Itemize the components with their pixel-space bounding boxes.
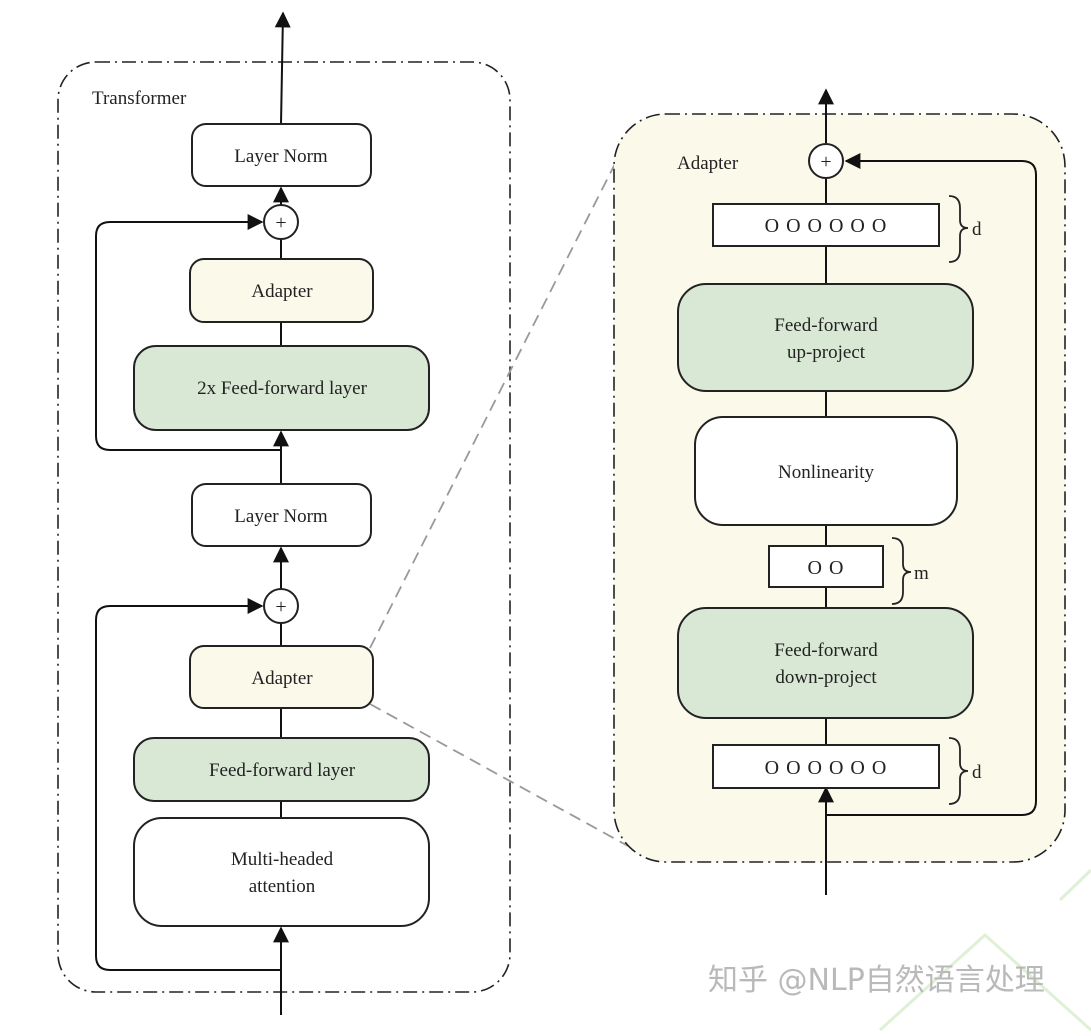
attention-box: [133, 817, 430, 927]
ffn-bottom-box: [133, 737, 430, 802]
ffn-top-label: 2x Feed-forward layer: [197, 378, 368, 399]
output-vector-box: [712, 203, 940, 247]
adapter-detail-title: Adapter: [677, 153, 739, 174]
layer-norm-top-box: [191, 123, 372, 187]
adapter-bottom-box: [189, 645, 374, 709]
up-project-label-line2: up-project: [787, 342, 866, 363]
input-vector-label: O O O O O O: [765, 757, 888, 779]
add-node-top: [263, 204, 299, 240]
input-dim-label: d: [972, 762, 982, 783]
adapter-top-label: Adapter: [251, 281, 313, 302]
down-project-box: [677, 607, 974, 719]
adapter-add-node: [808, 143, 844, 179]
adapter-bottom-label: Adapter: [251, 668, 313, 689]
down-project-label-line1: Feed-forward: [774, 640, 878, 661]
input-dim-brace: [948, 737, 969, 805]
residual-connection-top: [95, 214, 281, 451]
transformer-frame: [57, 61, 511, 993]
up-project-label-line1: Feed-forward: [774, 315, 878, 336]
up-project-box: [677, 283, 974, 392]
nonlinearity-box: [694, 416, 958, 526]
bottleneck-dim-brace: [891, 537, 912, 605]
zoom-line-bottom: [369, 703, 629, 847]
add-node-bottom-symbol: +: [275, 596, 286, 618]
input-vector-box: [712, 744, 940, 789]
add-node-top-symbol: +: [275, 212, 286, 234]
attention-label-line1: Multi-headed: [231, 849, 334, 870]
nonlinearity-label: Nonlinearity: [778, 462, 875, 483]
watermark-shape: [878, 932, 1091, 1032]
output-vector-label: O O O O O O: [765, 215, 888, 237]
bottleneck-vector-box: [768, 545, 884, 588]
adapter-top-box: [189, 258, 374, 323]
output-dim-label: d: [972, 219, 982, 240]
watermark-text: 知乎 @NLP自然语言处理: [708, 963, 1045, 998]
layer-norm-mid-label: Layer Norm: [234, 506, 328, 527]
down-project-label-line2: down-project: [775, 667, 877, 688]
bottleneck-dim-label: m: [914, 563, 929, 584]
transformer-title: Transformer: [92, 88, 187, 109]
ffn-bottom-label: Feed-forward layer: [209, 760, 356, 781]
layer-norm-top-label: Layer Norm: [234, 146, 328, 167]
layer-norm-mid-box: [191, 483, 372, 547]
bottleneck-vector-label: O O: [808, 557, 845, 579]
adapter-add-node-symbol: +: [820, 151, 831, 173]
residual-connection-bottom: [95, 598, 281, 971]
adapter-skip-connection: [826, 153, 1037, 816]
ffn-top-box: [133, 345, 430, 431]
output-dim-brace: [948, 195, 969, 263]
attention-label-line2: attention: [249, 876, 316, 897]
add-node-bottom: [263, 588, 299, 624]
